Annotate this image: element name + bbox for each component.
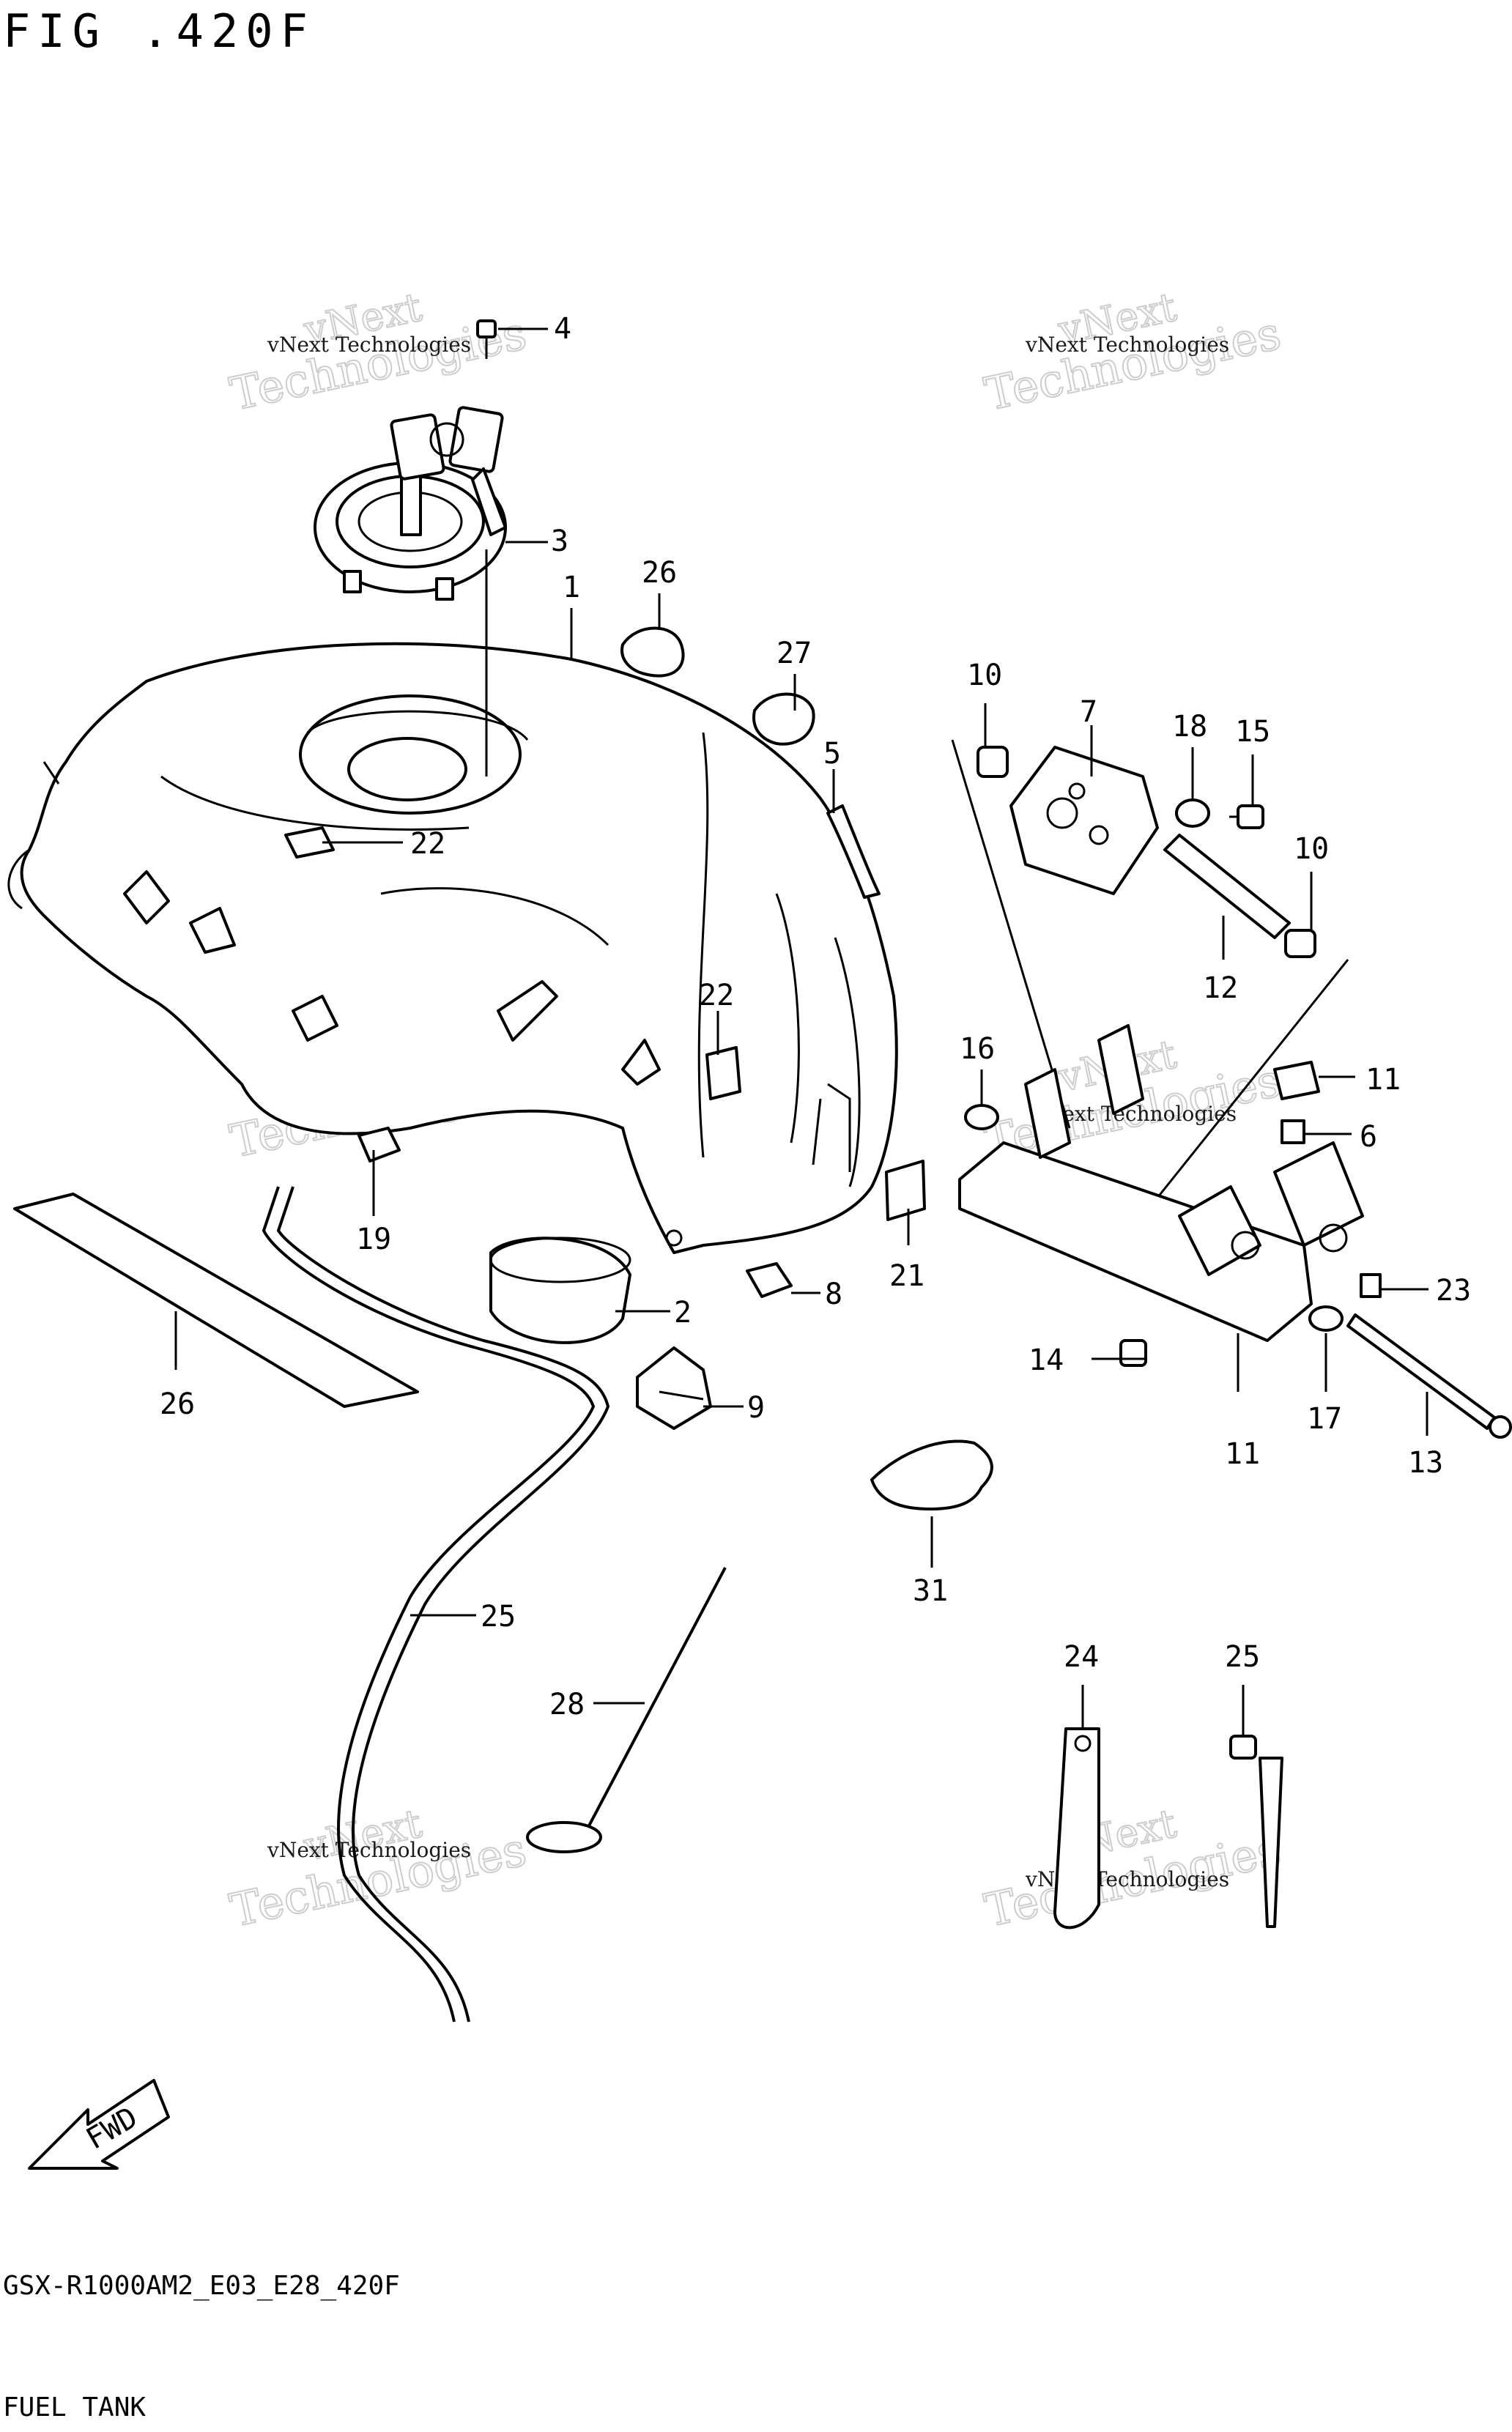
part-23-nut <box>1360 1273 1382 1298</box>
callout-19: 18 <box>1172 710 1207 744</box>
part-25-clamp <box>1229 1735 1283 1928</box>
callout-30: 27 <box>777 637 812 670</box>
part-24-band <box>1053 1727 1100 1929</box>
fwd-arrow-icon: FWD <box>28 2079 170 2170</box>
part-31-cover <box>870 1439 993 1510</box>
callout-labels: 4 3 1 26 27 5 22 22 19 21 26 2 8 9 25 28… <box>160 312 1471 1721</box>
part-5-strip <box>826 804 881 899</box>
callout-15: 14 <box>1029 1343 1064 1377</box>
callout-17: 16 <box>960 1032 995 1066</box>
callout-27: 25 <box>481 1600 516 1634</box>
callout-6: 6 <box>1360 1120 1377 1154</box>
guide-line <box>1141 959 1349 1217</box>
callout-1: 1 <box>563 571 580 604</box>
callout-26: 26 <box>160 1387 195 1421</box>
watermark-text: vNext Technologies <box>267 333 471 357</box>
guide-line <box>951 739 1071 1129</box>
callout-22-a: 22 <box>410 827 445 861</box>
part-27-hose <box>262 1186 610 2023</box>
part-3-fuel-cap <box>314 406 507 601</box>
callout-31: 31 <box>913 1574 948 1608</box>
part-21-label <box>885 1160 926 1221</box>
part-16-bolt <box>1229 804 1264 829</box>
part-14-bolt <box>1346 1313 1512 1439</box>
part-2-cushion <box>489 1237 631 1344</box>
model-code: GSX-R1000AM2_E03_E28_420F <box>3 2271 400 2301</box>
callout-4: 4 <box>554 312 571 346</box>
callout-11: 11 <box>1225 1437 1260 1471</box>
part-18-washer <box>1308 1305 1344 1332</box>
callout-13: 12 <box>1203 971 1238 1005</box>
part-22-label-b <box>705 1046 741 1100</box>
part-8-damper <box>746 1262 793 1298</box>
part-26-sheet <box>13 1193 419 1408</box>
callout-16: 15 <box>1235 715 1270 749</box>
part-29-pad <box>620 626 685 678</box>
part-22-label-a <box>284 826 335 859</box>
callout-22-b: 22 <box>699 979 734 1012</box>
callout-29: 26 <box>642 556 677 590</box>
part-9-damper <box>636 1346 712 1430</box>
callout-21: 21 <box>889 1259 924 1293</box>
callout-12: 11 <box>1365 1063 1401 1097</box>
part-7-plate <box>1009 746 1159 895</box>
part-28-drain-rod <box>526 1567 727 1853</box>
callout-7: 7 <box>1080 695 1097 729</box>
callout-14: 13 <box>1408 1446 1443 1480</box>
callout-18: 17 <box>1307 1402 1342 1436</box>
callout-24: 24 <box>1064 1640 1099 1674</box>
part-30-pad <box>752 692 815 746</box>
callout-2: 2 <box>674 1296 692 1330</box>
callout-23: 23 <box>1436 1274 1471 1308</box>
part-11-bracket <box>958 1024 1364 1342</box>
part-20-clip <box>357 1127 401 1163</box>
part-17-grommet <box>964 1104 999 1130</box>
part-10-bushing-b <box>1284 929 1316 958</box>
part-15-screw <box>1119 1339 1147 1367</box>
callout-28: 28 <box>549 1688 585 1721</box>
watermark-text: vNext Technologies <box>267 1838 471 1862</box>
part-10-bushing-a <box>976 746 1009 778</box>
callout-3: 3 <box>551 524 568 558</box>
callout-5: 5 <box>823 737 841 771</box>
callout-9: 9 <box>747 1391 765 1425</box>
callout-8: 8 <box>825 1278 842 1311</box>
part-name: FUEL TANK <box>3 2392 147 2422</box>
watermark-text: vNext Technologies <box>1025 333 1229 357</box>
callout-10-b: 10 <box>1294 832 1329 866</box>
callout-25: 25 <box>1225 1640 1260 1674</box>
callout-10-a: 10 <box>967 659 1002 692</box>
part-6-nut <box>1281 1119 1305 1144</box>
part-1-fuel-tank <box>7 642 898 1254</box>
part-12-nut <box>1273 1061 1320 1100</box>
callout-20: 19 <box>356 1223 391 1256</box>
part-4-screw <box>476 319 497 359</box>
leader-lines <box>174 327 1428 1736</box>
part-19-grommet <box>1175 798 1210 828</box>
part-13-collar <box>1163 834 1291 939</box>
figure-title: FIG .420F <box>3 4 315 58</box>
